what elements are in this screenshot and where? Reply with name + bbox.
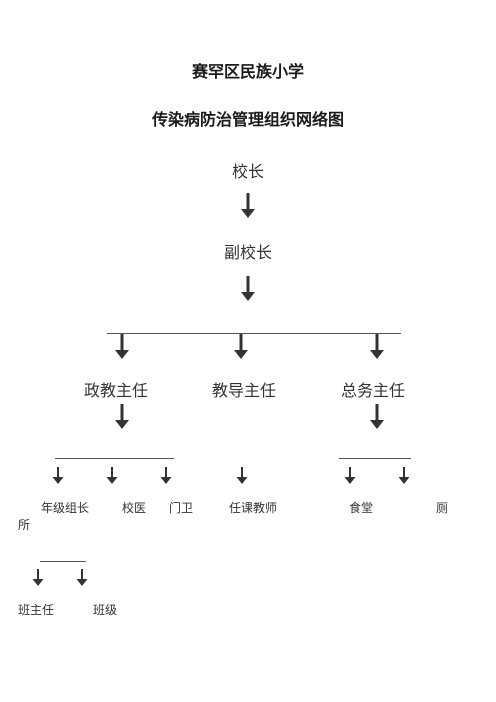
- node-canteen: 食堂: [349, 501, 374, 515]
- branch-line-grade-leader: [40, 561, 86, 562]
- arrow-down-icon: [32, 569, 44, 586]
- arrow-down-icon: [234, 334, 248, 359]
- node-political-director: 政教主任: [84, 381, 149, 400]
- node-vice-principal: 副校长: [223, 243, 272, 262]
- node-subject-teacher: 任课教师: [229, 501, 278, 515]
- arrow-down-icon: [160, 467, 172, 484]
- arrow-down-icon: [106, 467, 118, 484]
- node-teaching-director: 教导主任: [212, 381, 277, 400]
- arrow-down-icon: [236, 467, 248, 484]
- branch-line-political: [55, 458, 174, 459]
- node-homeroom-teacher: 班主任: [18, 603, 55, 617]
- arrow-down-icon: [76, 569, 88, 586]
- arrow-down-icon: [115, 404, 129, 429]
- node-principal: 校长: [231, 162, 264, 181]
- node-grade-leader: 年级组长: [41, 501, 90, 515]
- node-guard: 门卫: [169, 501, 194, 515]
- branch-line-general-affairs: [339, 458, 411, 459]
- node-school-doctor: 校医: [122, 501, 147, 515]
- arrow-down-icon: [370, 334, 384, 359]
- branch-line-level3: [107, 333, 401, 334]
- school-name: 赛罕区民族小学: [191, 62, 304, 81]
- node-general-affairs-director: 总务主任: [341, 381, 406, 400]
- arrow-down-icon: [241, 276, 255, 301]
- arrow-down-icon: [398, 467, 410, 484]
- arrow-down-icon: [241, 193, 255, 218]
- arrow-down-icon: [370, 404, 384, 429]
- arrow-down-icon: [344, 467, 356, 484]
- node-toilet-part1: 厕: [436, 501, 449, 515]
- node-toilet-part2: 所: [18, 518, 31, 532]
- node-class: 班级: [93, 603, 118, 617]
- arrow-down-icon: [115, 334, 129, 359]
- chart-title: 传染病防治管理组织网络图: [151, 110, 344, 129]
- arrow-down-icon: [52, 467, 64, 484]
